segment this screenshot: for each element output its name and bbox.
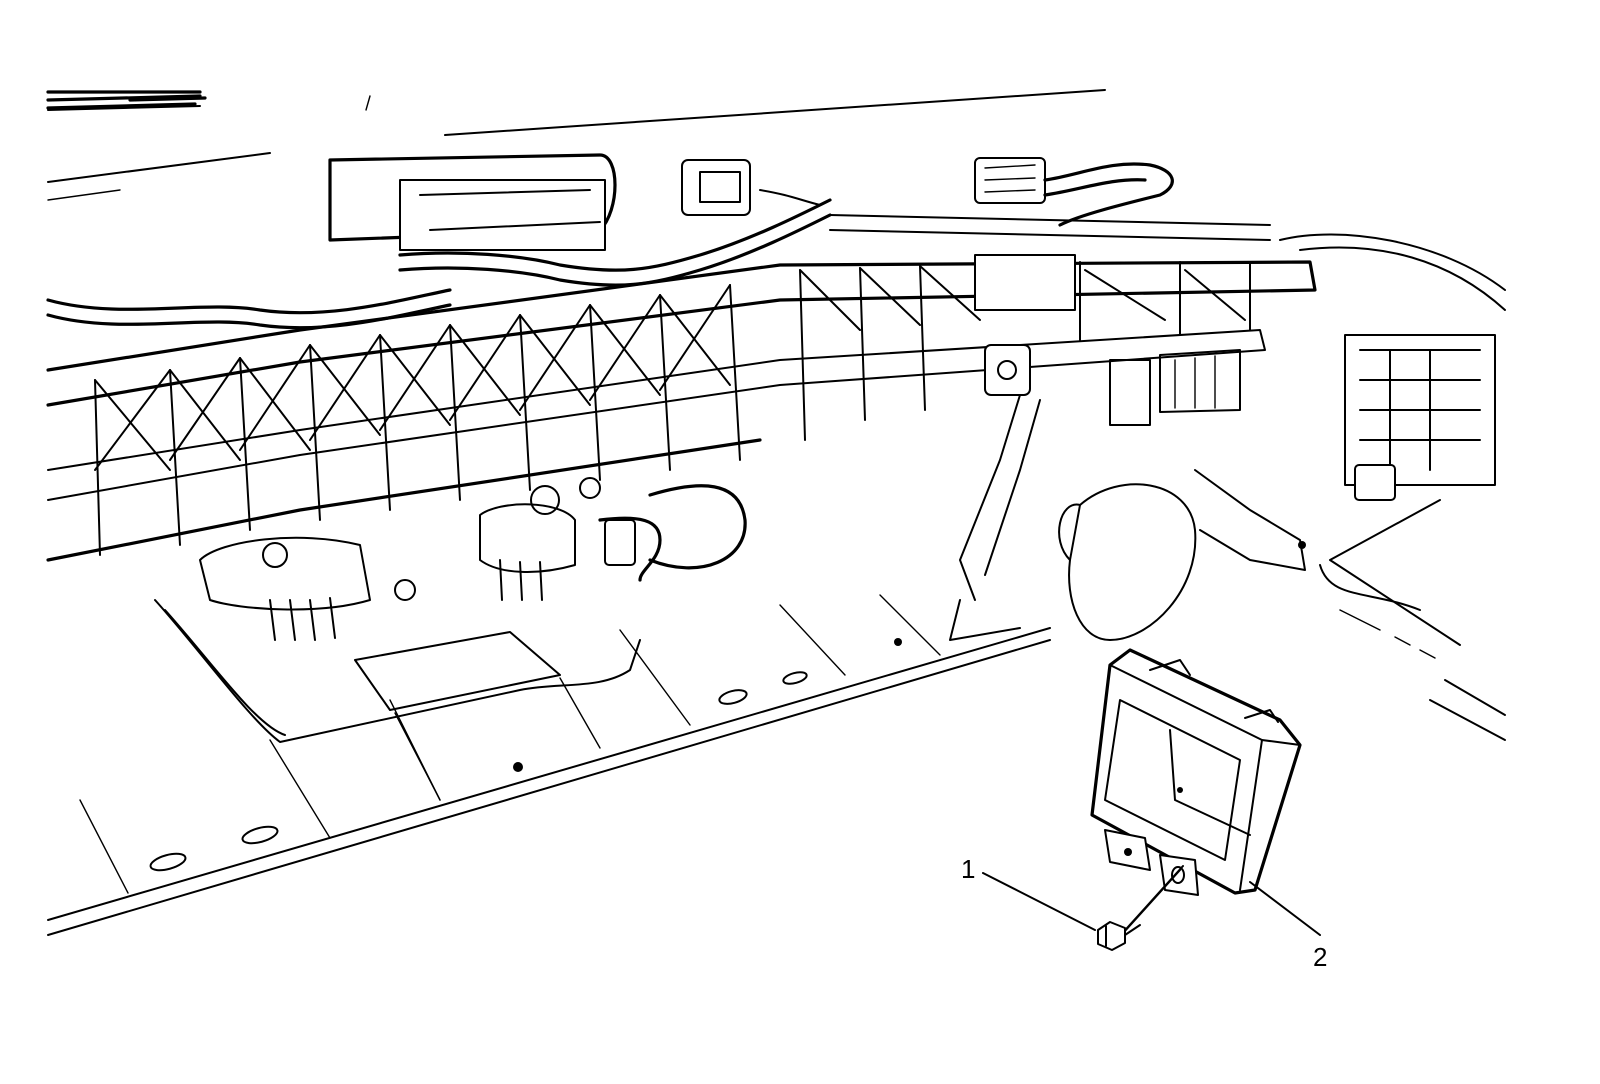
callout-label-2: 2 [1313, 942, 1327, 972]
background-panel-lines [46, 89, 1106, 201]
steering-column-support [949, 394, 1306, 641]
callout-labels: 1 2 [961, 854, 1327, 972]
right-side-bracket [1279, 233, 1506, 741]
control-module [1090, 648, 1302, 896]
instrument-panel-carrier [46, 254, 1317, 562]
wiring-harness-upper [46, 153, 1271, 330]
bolt [1097, 865, 1184, 951]
leader-line-1 [982, 872, 1096, 931]
callout-leaders [982, 872, 1321, 936]
leader-line-2 [1249, 881, 1321, 936]
hvac-module-lower [199, 477, 747, 641]
floor-pan [47, 594, 1051, 936]
callout-label-1: 1 [961, 854, 975, 884]
